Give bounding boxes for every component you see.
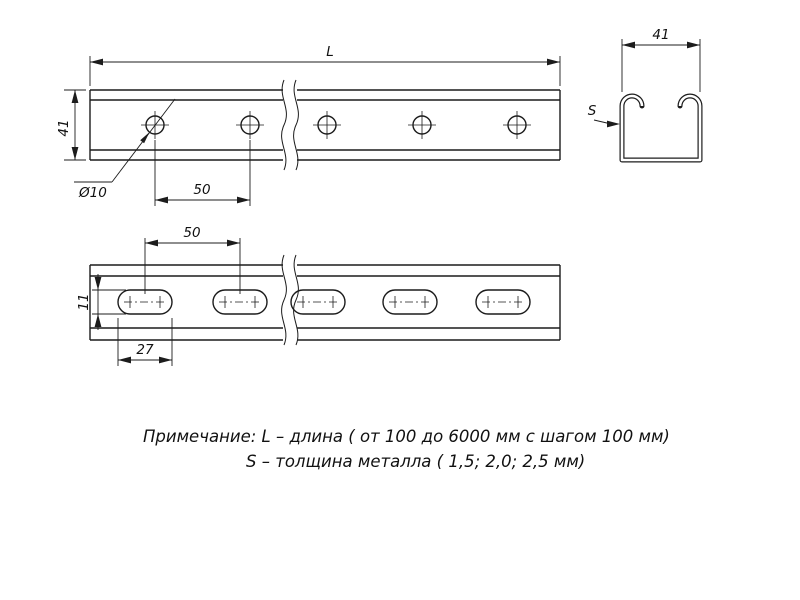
dim-hole-diameter-label: Ø10 <box>78 185 107 201</box>
hole-5 <box>503 111 531 139</box>
hole-4 <box>408 111 436 139</box>
cross-section-view <box>619 93 703 163</box>
dimension-hole-spacing: 50 <box>154 140 251 206</box>
dimension-length: L <box>89 44 561 86</box>
note-line-2: S – толщина металла ( 1,5; 2,0; 2,5 мм) <box>246 452 585 471</box>
dim-slot-length-label: 27 <box>136 342 154 358</box>
dim-thickness-label: S <box>588 103 597 119</box>
slot-view-outline <box>89 264 561 341</box>
dimension-slot-length: 27 <box>117 318 173 366</box>
dim-slot-spacing-label: 50 <box>183 225 200 241</box>
slot-4 <box>382 289 438 315</box>
hole-3 <box>313 111 341 139</box>
round-holes <box>141 111 531 139</box>
top-view-outline <box>89 89 561 161</box>
dim-profile-height-label: 41 <box>56 119 72 136</box>
dimension-section-width: 41 <box>621 27 701 92</box>
dimension-profile-height: 41 <box>56 89 86 161</box>
hole-2 <box>236 111 264 139</box>
dimension-thickness: S <box>588 103 620 128</box>
slot-5 <box>475 289 531 315</box>
dim-slot-width-label: 11 <box>76 293 92 310</box>
note-line-1: Примечание: L – длина ( от 100 до 6000 м… <box>143 427 670 446</box>
dim-section-width-label: 41 <box>652 27 669 43</box>
dimension-hole-diameter: Ø10 <box>74 98 176 201</box>
slotted-holes <box>117 289 531 315</box>
top-view-break-lines <box>281 79 299 171</box>
slot-3 <box>290 289 346 315</box>
slot-view-break-lines <box>281 254 299 346</box>
dim-length-label: L <box>326 44 334 60</box>
dimension-slot-spacing: 50 <box>144 225 241 294</box>
notes-block: Примечание: L – длина ( от 100 до 6000 м… <box>143 427 670 471</box>
dimension-slot-width: 11 <box>76 274 126 330</box>
dim-hole-spacing-label: 50 <box>193 182 210 198</box>
